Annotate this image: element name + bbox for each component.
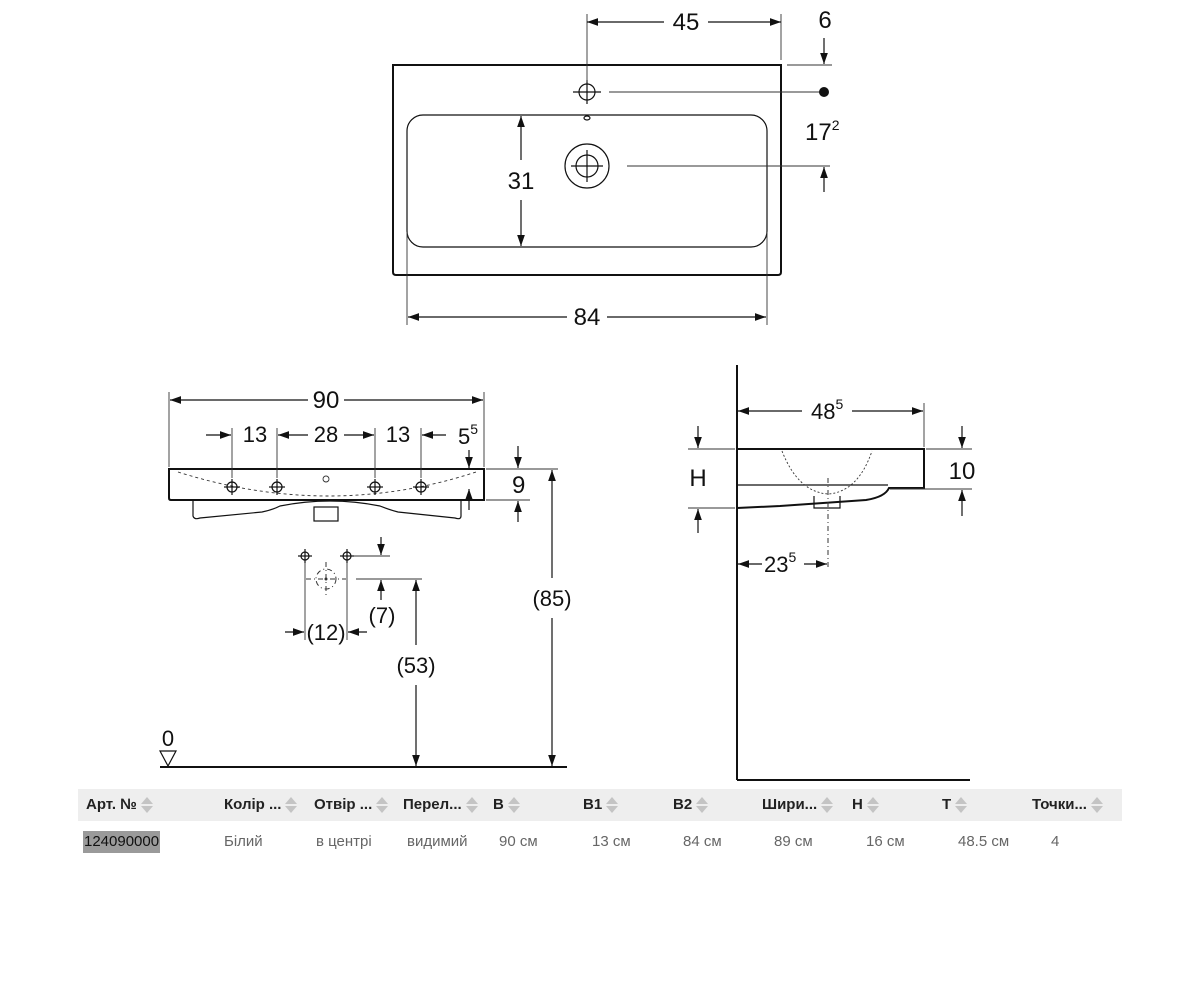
column-header-b[interactable]: В — [493, 789, 520, 821]
dim-h-label: H — [689, 465, 706, 492]
dim-23-label: 235 — [764, 549, 796, 577]
dim-6-label: 6 — [818, 7, 831, 34]
points-cell: 4 — [1051, 833, 1060, 850]
sort-icon[interactable] — [606, 795, 619, 815]
sort-icon[interactable] — [465, 795, 478, 815]
column-header-overflow[interactable]: Перел... — [403, 789, 478, 821]
sort-icon[interactable] — [507, 795, 520, 815]
sort-icon[interactable] — [1090, 795, 1103, 815]
dim-5-label: 55 — [458, 421, 478, 449]
b-cell: 90 см — [499, 833, 538, 850]
article-number-cell[interactable]: 124090000 — [83, 831, 161, 853]
dim-48-label: 485 — [811, 396, 843, 424]
dim-9-label: 9 — [512, 472, 525, 499]
sort-icon[interactable] — [866, 795, 879, 815]
hole-cell: в центрі — [316, 833, 372, 850]
top-view: 45 6 172 31 84 — [392, 7, 840, 331]
column-header-b2[interactable]: В2 — [673, 789, 709, 821]
dim-84-label: 84 — [574, 304, 601, 331]
waste-outlet-markers — [298, 549, 354, 596]
column-header-t[interactable]: Т — [942, 789, 968, 821]
column-header-hole[interactable]: Отвір ... — [314, 789, 389, 821]
sort-icon[interactable] — [821, 795, 834, 815]
overflow-cell: видимий — [407, 833, 468, 850]
dim-45-label: 45 — [673, 9, 700, 36]
technical-drawing: 45 6 172 31 84 — [159, 7, 976, 781]
front-view: 90 13 28 13 55 9 (12) (7) — [159, 387, 572, 768]
column-header-points[interactable]: Точки... — [1032, 789, 1103, 821]
dim-90-label: 90 — [313, 387, 340, 414]
column-header-color[interactable]: Колір ... — [224, 789, 298, 821]
dim-13-right-label: 13 — [386, 422, 410, 447]
dim-12-label: (12) — [306, 620, 345, 645]
dim-85-label: (85) — [532, 586, 571, 611]
floor-level-label: 0 — [162, 726, 174, 751]
sort-icon[interactable] — [696, 795, 709, 815]
table-header: Арт. № Колір ... Отвір ... Перел... В В1… — [78, 789, 1122, 821]
spec-table: Арт. № Колір ... Отвір ... Перел... В В1… — [78, 789, 1122, 871]
sort-icon[interactable] — [955, 795, 968, 815]
h-cell: 16 см — [866, 833, 905, 850]
b1-cell: 13 см — [592, 833, 631, 850]
sort-icon[interactable] — [285, 795, 298, 815]
dim-13-left-label: 13 — [243, 422, 267, 447]
side-view: 485 H 10 235 — [688, 365, 976, 781]
t-cell: 48.5 см — [958, 833, 1010, 850]
table-row: 124090000 Білий в центрі видимий 90 см 1… — [78, 821, 1122, 871]
column-header-b1[interactable]: В1 — [583, 789, 619, 821]
column-header-art-no[interactable]: Арт. № — [86, 789, 153, 821]
column-header-h[interactable]: Н — [852, 789, 879, 821]
dim-28-label: 28 — [314, 422, 338, 447]
width-cell: 89 см — [774, 833, 813, 850]
dim-7-label: (7) — [369, 603, 396, 628]
dim-10-label: 10 — [949, 458, 976, 485]
b2-cell: 84 см — [683, 833, 722, 850]
sort-icon[interactable] — [376, 795, 389, 815]
tap-hole-markers — [224, 475, 429, 495]
column-header-width[interactable]: Шири... — [762, 789, 834, 821]
sort-icon[interactable] — [140, 795, 153, 815]
dim-17-label: 172 — [805, 117, 840, 146]
color-cell: Білий — [224, 833, 263, 850]
dim-53-label: (53) — [396, 653, 435, 678]
dim-31-label: 31 — [508, 168, 535, 195]
